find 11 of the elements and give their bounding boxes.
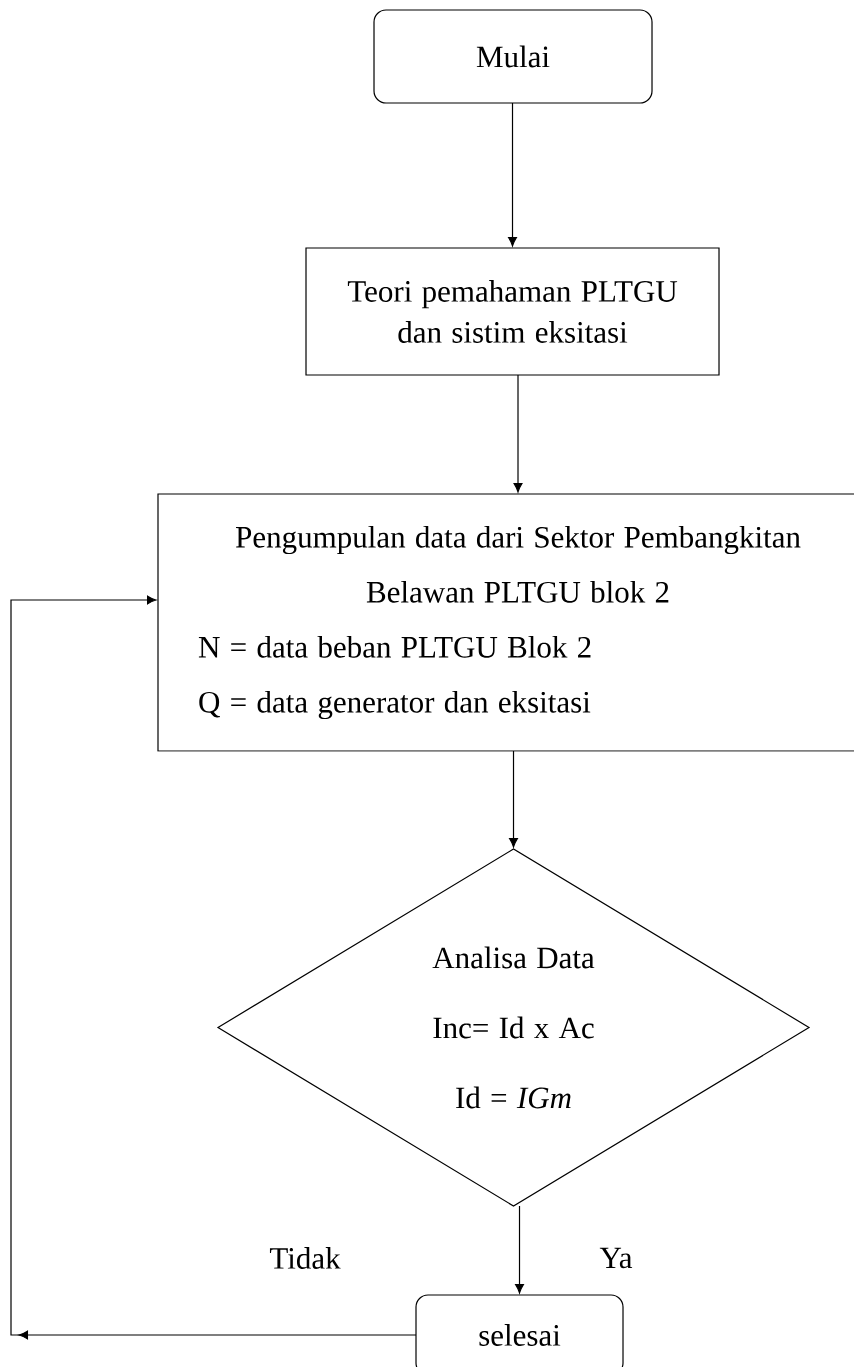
arrow [10,595,417,1340]
edge-label: Ya [597,1245,635,1271]
arrow [515,1205,524,1294]
arrow [513,374,523,493]
end-box: selesai [415,1294,624,1367]
arrow [509,750,518,848]
start-box: Mulai [373,9,653,104]
arrow [508,102,517,247]
process-box: Teori pemahaman PLTGU dan sistim eksitasi [305,247,720,376]
process-box: Pengumpulan data dari Sektor Pembangkitan Belawan PLTGU blok 2 N = data beban PLTGU Blok 2 Q = data generator dan eksitasi [157,493,854,752]
branch-label: Tidak [269,1247,341,1269]
